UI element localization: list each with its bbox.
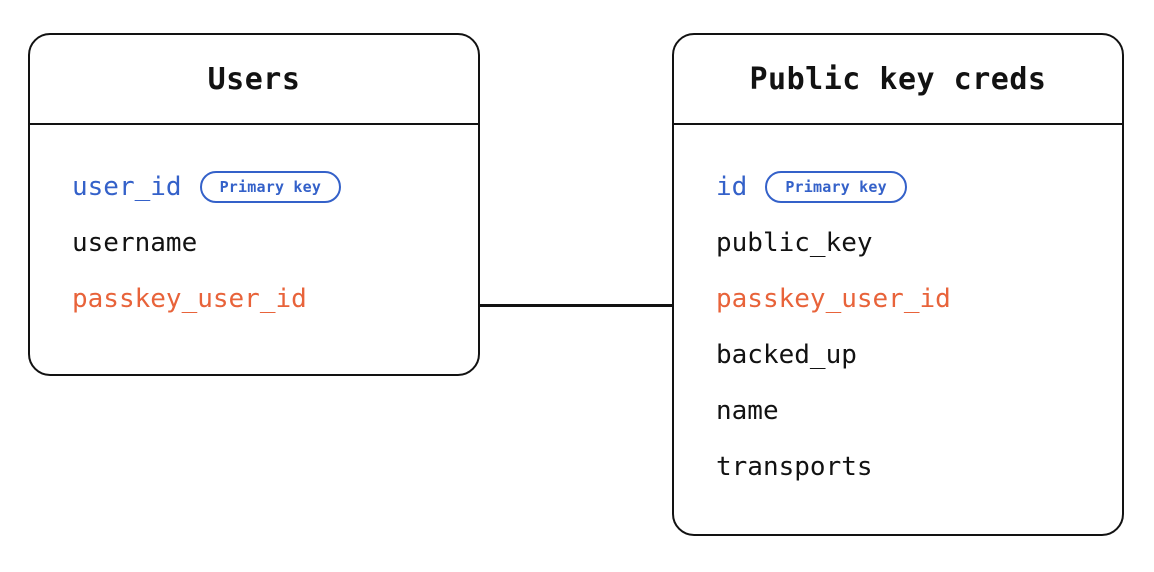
- relationship-connector-line: [478, 304, 674, 307]
- entity-public-key-creds-title: Public key creds: [749, 61, 1047, 97]
- attribute-name-public-key: public_key: [716, 228, 873, 258]
- attribute-row-name[interactable]: name: [674, 383, 1122, 439]
- entity-users-title: Users: [207, 61, 301, 97]
- attribute-name-passkey-user-id: passkey_user_id: [72, 284, 307, 314]
- attribute-row-passkey-user-id[interactable]: passkey_user_id: [30, 271, 478, 327]
- entity-public-key-creds-header: Public key creds: [674, 35, 1122, 125]
- attribute-name-user-id: user_id: [72, 172, 182, 202]
- attribute-row-public-key[interactable]: public_key: [674, 215, 1122, 271]
- attribute-row-user-id[interactable]: user_id Primary key: [30, 159, 478, 215]
- entity-users-attribute-list: user_id Primary key username passkey_use…: [30, 125, 478, 327]
- primary-key-badge-label: Primary key: [785, 178, 887, 196]
- attribute-name-backed-up: backed_up: [716, 340, 857, 370]
- attribute-row-transports[interactable]: transports: [674, 439, 1122, 495]
- attribute-name-id: id: [716, 172, 748, 202]
- attribute-name-name: name: [716, 396, 779, 426]
- attribute-name-username: username: [72, 228, 198, 258]
- entity-public-key-creds-attribute-list: id Primary key public_key passkey_user_i…: [674, 125, 1122, 495]
- attribute-row-backed-up[interactable]: backed_up: [674, 327, 1122, 383]
- attribute-name-passkey-user-id: passkey_user_id: [716, 284, 951, 314]
- entity-public-key-creds[interactable]: Public key creds id Primary key public_k…: [672, 33, 1124, 536]
- entity-users-header: Users: [30, 35, 478, 125]
- attribute-name-transports: transports: [716, 452, 873, 482]
- attribute-row-username[interactable]: username: [30, 215, 478, 271]
- primary-key-badge: Primary key: [199, 171, 342, 203]
- attribute-row-passkey-user-id[interactable]: passkey_user_id: [674, 271, 1122, 327]
- primary-key-badge: Primary key: [765, 171, 907, 203]
- entity-users[interactable]: Users user_id Primary key username passk…: [28, 33, 480, 376]
- primary-key-badge-label: Primary key: [219, 178, 322, 196]
- attribute-row-id[interactable]: id Primary key: [674, 159, 1122, 215]
